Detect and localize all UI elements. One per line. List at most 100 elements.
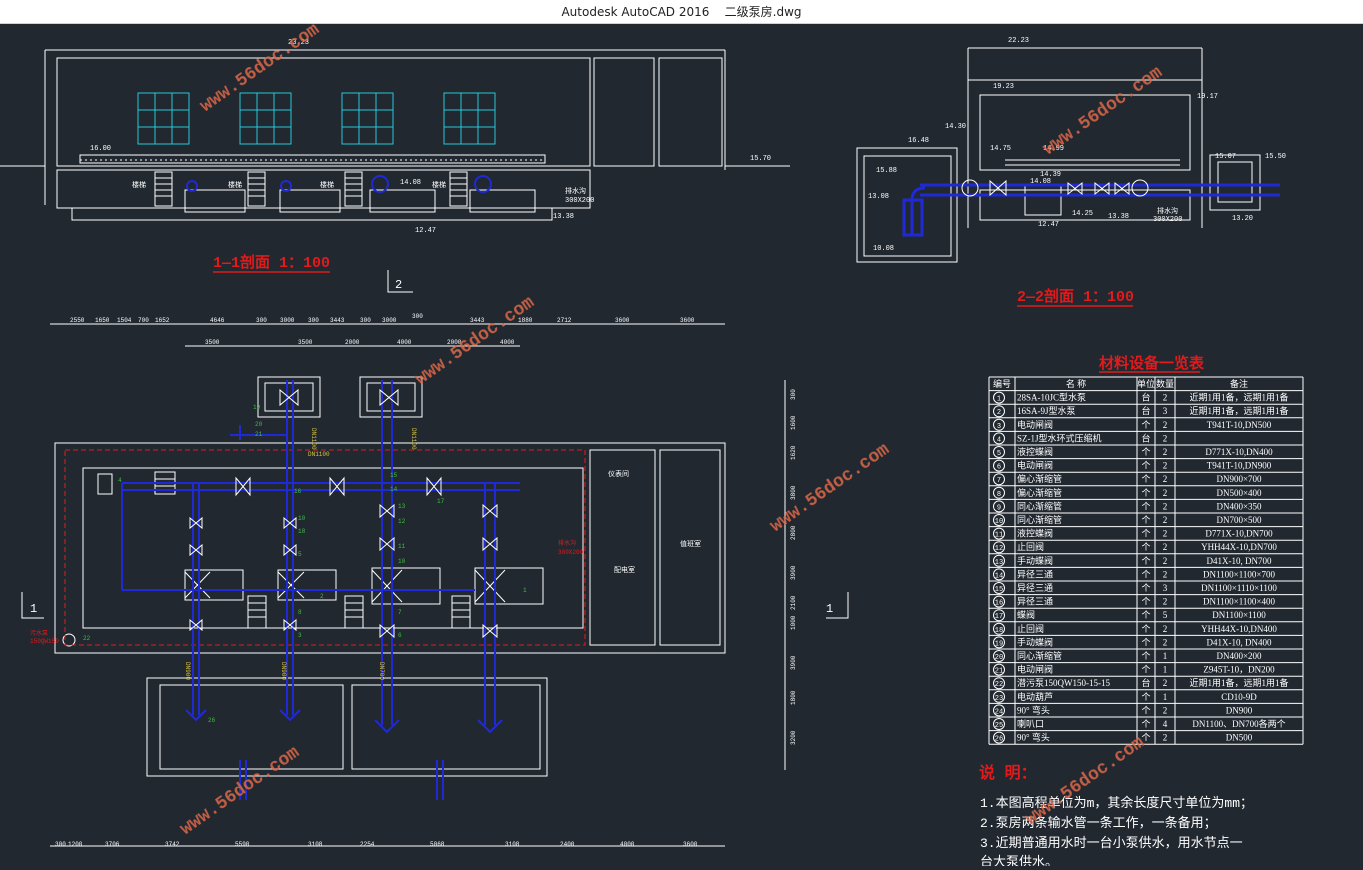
row-unit: 台: [1141, 392, 1150, 403]
drawing-canvas[interactable]: 23.23 16.00 14.08 15.70 13.38 12.47 排水沟 …: [0, 20, 1363, 870]
elev-label: 14.39: [1040, 171, 1061, 179]
elev-label: 12.47: [415, 227, 436, 235]
row-number: 5: [997, 450, 1001, 458]
row-name: 手动蝶阀: [1017, 636, 1053, 647]
row-number-circle: [993, 609, 1005, 622]
app-title: Autodesk AutoCAD 2016: [561, 4, 710, 19]
row-name: 喇叭口: [1017, 718, 1044, 729]
svg-text:150QW150: 150QW150: [30, 638, 59, 645]
svg-text:3443: 3443: [470, 317, 485, 324]
svg-text:3500: 3500: [205, 339, 220, 346]
svg-text:300: 300: [256, 317, 267, 324]
note-line: 台大泵供水。: [980, 855, 1058, 866]
row-unit: 个: [1141, 705, 1150, 715]
svg-text:DN700: DN700: [378, 662, 385, 680]
stair-label: 楼梯: [432, 180, 446, 190]
svg-text:2550: 2550: [70, 317, 85, 324]
plan-pipes: [121, 380, 520, 800]
svg-text:1000: 1000: [790, 615, 797, 630]
watermark-text: www.56doc.com: [767, 440, 894, 537]
row-qty: 2: [1163, 501, 1168, 511]
row-unit: 个: [1141, 569, 1150, 579]
svg-text:DN1100: DN1100: [308, 451, 330, 458]
svg-text:300: 300: [412, 313, 423, 320]
row-note: DN400×350: [1216, 501, 1262, 511]
row-note: DN1100、DN700各两个: [1192, 718, 1285, 729]
svg-text:3500: 3500: [298, 339, 313, 346]
svg-text:3900: 3900: [790, 565, 797, 580]
svg-text:值班室: 值班室: [680, 539, 701, 549]
svg-text:300: 300: [790, 389, 797, 400]
row-name: 90° 弯头: [1017, 732, 1050, 743]
svg-text:15: 15: [390, 472, 398, 479]
stair-label: 楼梯: [228, 180, 242, 190]
section-2-2-labels: 22.23 19.23 19.17 16.48 15.88 14.30 14.7…: [868, 37, 1286, 253]
section-1-1: [0, 49, 790, 221]
row-note: Z945T-10，DN200: [1203, 665, 1275, 675]
plan-valves: [189, 388, 498, 639]
table-title: 材料设备一览表: [1099, 354, 1205, 373]
plan-pipe-labels: DN1100 DN1100 DN1100 DN900 DN900 DN700: [184, 428, 417, 680]
row-unit: 个: [1141, 474, 1150, 484]
svg-text:22: 22: [83, 635, 91, 642]
row-number-circle: [993, 514, 1005, 526]
elev-label: 19.17: [1197, 93, 1218, 101]
row-name: 电动闸阀: [1017, 419, 1053, 430]
elev-label: 15.50: [1265, 153, 1286, 161]
row-number: 26: [995, 736, 1003, 744]
row-unit: 个: [1141, 556, 1150, 566]
row-number-circle: [993, 595, 1005, 608]
svg-text:仪表间: 仪表间: [608, 469, 629, 479]
svg-text:5590: 5590: [235, 841, 250, 848]
row-number-circle: [993, 432, 1005, 445]
watermark-text: www.56doc.com: [177, 743, 304, 840]
row-number-circle: [993, 459, 1005, 472]
stair-label: 楼梯: [320, 180, 334, 190]
row-number-circle: [993, 704, 1005, 717]
svg-text:DN1100: DN1100: [310, 428, 317, 450]
row-note: DN900: [1226, 705, 1253, 715]
section-2-2-valves: [961, 179, 1149, 197]
row-note: 近期1用1备，远期1用1备: [1189, 392, 1288, 403]
svg-text:2000: 2000: [345, 339, 360, 346]
svg-text:3600: 3600: [683, 841, 698, 848]
elev-label: 15.88: [876, 167, 897, 175]
row-note: CD10-9D: [1221, 692, 1257, 702]
table-header: 名 称: [1066, 378, 1086, 389]
elev-label: 15.70: [750, 155, 771, 163]
row-name: 偏心渐缩管: [1017, 473, 1062, 484]
svg-text:1504: 1504: [117, 317, 132, 324]
plan-marker-right: 1: [826, 602, 833, 616]
row-number-circle: [993, 568, 1005, 581]
svg-text:3706: 3706: [105, 841, 120, 848]
row-qty: 2: [1163, 624, 1168, 634]
row-number-circle: [993, 650, 1005, 662]
cad-drawing[interactable]: 23.23 16.00 14.08 15.70 13.38 12.47 排水沟 …: [0, 20, 1363, 870]
row-number: 25: [995, 722, 1003, 730]
row-number: 6: [997, 464, 1001, 472]
elev-label: 12.47: [1038, 221, 1059, 229]
row-name: 同心渐缩管: [1017, 514, 1062, 525]
svg-text:16: 16: [294, 488, 302, 495]
row-note: DN1100×1100: [1212, 610, 1266, 620]
row-number-circle: [993, 663, 1005, 676]
watermark-text: www.56doc.com: [197, 24, 324, 117]
row-name: 异径三通: [1017, 568, 1053, 579]
row-number-circle: [993, 554, 1005, 567]
row-number-circle: [993, 622, 1005, 635]
row-qty: 2: [1163, 433, 1168, 443]
svg-text:300: 300: [360, 317, 371, 324]
section-marker-label: 2: [395, 278, 402, 292]
svg-text:2800: 2800: [790, 525, 797, 540]
row-qty: 2: [1163, 705, 1168, 715]
svg-text:7: 7: [398, 609, 402, 616]
row-unit: 个: [1141, 733, 1150, 743]
svg-text:3000: 3000: [382, 317, 397, 324]
plan-room-labels: 仪表间 配电室 值班室: [608, 469, 701, 575]
svg-text:2400: 2400: [560, 841, 575, 848]
svg-text:3000: 3000: [280, 317, 295, 324]
row-name: 同心渐缩管: [1017, 650, 1062, 661]
svg-text:2100: 2100: [790, 595, 797, 610]
row-unit: 个: [1141, 420, 1150, 430]
row-qty: 2: [1163, 488, 1168, 498]
